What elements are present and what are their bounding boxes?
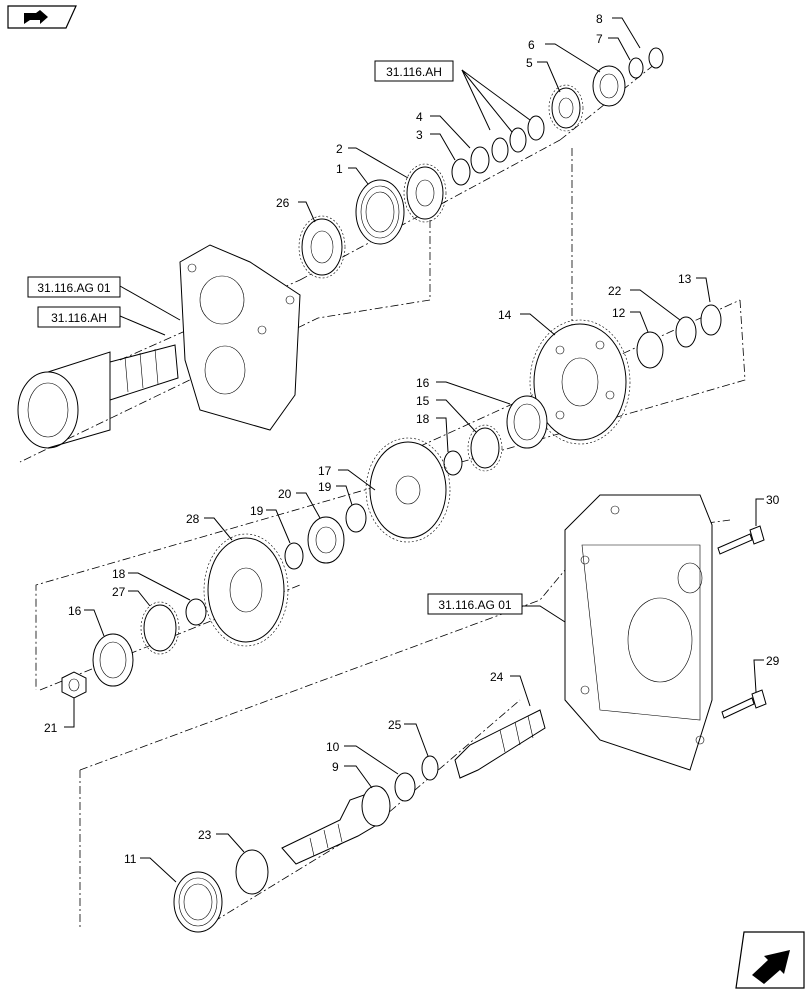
sleeve-16-lower [92, 633, 134, 687]
ref-box-ah-top[interactable]: 31.116.AH [374, 60, 454, 82]
gear-5 [548, 84, 584, 132]
pin-25 [421, 755, 439, 781]
sleeve-16-upper [506, 395, 548, 449]
label-part-22: 22 [608, 284, 622, 298]
rear-housing [564, 494, 713, 771]
label-part-8: 8 [596, 12, 603, 26]
gear-27 [140, 601, 180, 655]
label-part-28: 28 [186, 512, 200, 526]
label-part-16-upper: 16 [416, 376, 430, 390]
gear-28 [203, 533, 289, 647]
gear-26 [298, 215, 346, 279]
label-part-13: 13 [678, 272, 692, 286]
shaft-9 [281, 785, 391, 865]
clutch-drum-shaft [17, 344, 179, 449]
shaft-24 [454, 709, 546, 779]
snap-rings-7-8 [628, 47, 664, 79]
ref-text-ah-top: 31.116.AH [386, 65, 442, 79]
label-part-26: 26 [276, 196, 290, 210]
spacer-18-upper [443, 450, 463, 476]
label-part-1: 1 [336, 162, 343, 176]
nut-21 [61, 671, 87, 699]
label-part-25: 25 [388, 718, 402, 732]
gear-15 [467, 424, 503, 472]
label-part-4: 4 [416, 110, 423, 124]
ref-text-ag01-right: 31.116.AG 01 [438, 598, 511, 612]
label-part-2: 2 [336, 142, 343, 156]
ref-box-ag01-right[interactable]: 31.116.AG 01 [427, 593, 523, 615]
next-page-arrow-icon[interactable] [735, 931, 805, 989]
ref-box-ah-left[interactable]: 31.116.AH [37, 306, 121, 328]
washer-19-upper [345, 503, 367, 533]
gear-2 [403, 163, 447, 223]
bearing-6 [592, 65, 626, 107]
label-part-15: 15 [416, 394, 430, 408]
label-part-27: 27 [112, 585, 126, 599]
bearing-11 [173, 871, 223, 933]
ref-text-ah-left: 31.116.AH [51, 311, 107, 325]
label-part-29: 29 [766, 654, 780, 668]
label-part-18-lower: 18 [112, 567, 126, 581]
leader-lines [64, 17, 764, 883]
bearing-20 [307, 516, 345, 564]
label-part-23: 23 [198, 828, 212, 842]
label-part-12: 12 [612, 306, 626, 320]
label-part-10: 10 [326, 740, 340, 754]
label-part-20: 20 [278, 487, 292, 501]
label-part-9: 9 [332, 760, 339, 774]
label-part-19-lower: 19 [250, 504, 264, 518]
ring-10 [394, 772, 416, 802]
label-part-30: 30 [766, 493, 780, 507]
gear-17 [365, 437, 451, 543]
snap-rings-upper [451, 115, 545, 186]
rings-12-22-13 [636, 304, 722, 369]
label-part-7: 7 [596, 32, 603, 46]
book-arrow-icon[interactable] [7, 5, 77, 29]
gear-14 [529, 319, 631, 445]
label-part-24: 24 [490, 670, 504, 684]
front-housing-cover [179, 244, 301, 431]
bolt-30 [717, 525, 765, 555]
spacer-18-lower [185, 598, 207, 626]
ref-text-ag01-left: 31.116.AG 01 [37, 281, 110, 295]
label-part-11: 11 [124, 852, 137, 866]
ref-box-ag01-left[interactable]: 31.116.AG 01 [27, 276, 121, 298]
label-part-19-upper: 19 [318, 480, 332, 494]
label-part-14: 14 [498, 308, 512, 322]
label-part-5: 5 [526, 56, 533, 70]
ring-23 [235, 849, 269, 895]
label-part-21: 21 [44, 721, 58, 735]
label-part-18-upper: 18 [416, 412, 430, 426]
label-part-17: 17 [318, 464, 332, 478]
washer-19-lower [284, 542, 304, 570]
label-part-6: 6 [528, 38, 535, 52]
bolt-29 [721, 689, 767, 719]
label-part-16-lower: 16 [68, 604, 82, 618]
label-part-3: 3 [416, 128, 423, 142]
part-number-labels: 8 7 6 5 4 3 2 1 26 13 22 12 14 16 15 18 … [44, 12, 780, 866]
bearing-1 [355, 179, 405, 245]
